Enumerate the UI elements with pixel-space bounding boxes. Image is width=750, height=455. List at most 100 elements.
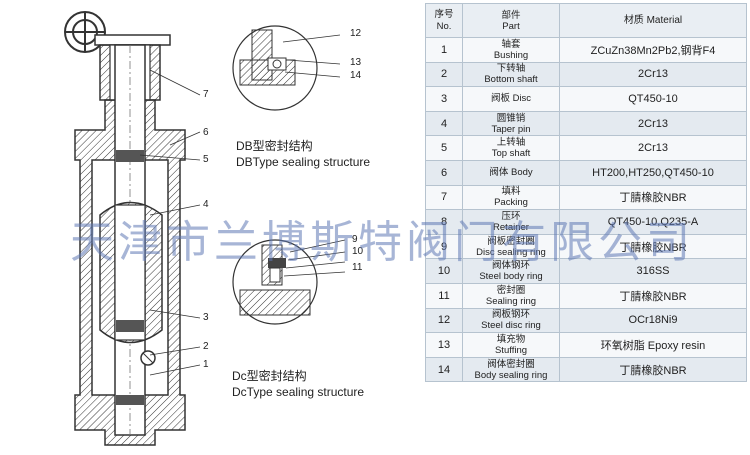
row-material: 丁腈橡胶NBR [559,233,747,260]
row-no: 9 [425,233,463,260]
bottom-cover [140,350,156,366]
callout-3: 3 [203,312,209,323]
row-material: OCr18Ni9 [559,307,747,334]
row-part-zh: 轴套 [501,38,521,50]
row-material: QT450-10 [559,86,747,112]
row-part-en: Disc sealing ring [476,246,546,258]
db-caption-en: DBType sealing structure [236,155,371,169]
db-caption-zh: DB型密封结构 [236,139,313,153]
row-part-zh: 阀板 Disc [490,93,532,105]
row-material: 丁腈橡胶NBR [559,356,747,383]
callout-14: 14 [350,70,362,81]
row-no: 1 [425,37,463,63]
row-no: 13 [425,332,463,358]
row-material: 2Cr13 [559,135,747,161]
row-material: QT450-10,Q235-A [559,209,747,235]
header-part-zh: 部件 [501,9,521,21]
dc-caption-zh: Dc型密封结构 [232,369,307,383]
row-material: 环氧树脂 Epoxy resin [559,332,747,358]
row-part: 阀板 Disc [462,86,560,112]
row-part-zh: 上转轴 [496,137,526,149]
table-header-row: 序号 No. 部件 Part 材质 Material [425,3,747,38]
row-part-en: Packing [494,197,528,209]
header-material: 材质 Material [559,3,747,38]
callout-6: 6 [203,127,209,138]
row-part-en: Retainer [493,221,529,233]
row-part: 阀体 Body [462,159,560,186]
row-part-zh: 阀体钢环 [491,260,530,272]
table-row: 3 阀板 Disc QT450-10 [425,86,747,112]
callout-13: 13 [350,57,362,68]
row-no: 6 [425,159,463,186]
row-no: 7 [425,184,463,211]
row-part-zh: 填料 [501,186,521,198]
row-no: 3 [425,86,463,112]
handwheel [64,11,106,53]
bushings [116,150,144,405]
db-caption: DB型密封结构 DBType sealing structure [236,138,370,170]
row-no: 11 [425,282,463,309]
row-material: HT200,HT250,QT450-10 [559,159,747,186]
row-part-en: Top shaft [491,148,531,160]
row-part-en: Stuffing [494,344,528,356]
callout-11: 11 [352,262,363,273]
row-part-en: Steel body ring [479,271,543,283]
row-no: 5 [425,135,463,161]
valve-section-drawing [64,11,346,446]
row-no: 12 [425,307,463,334]
callout-2: 2 [203,341,209,352]
row-part-en: Taper pin [491,123,531,135]
callout-7: 7 [203,89,209,100]
row-part-en: Sealing ring [485,295,537,307]
row-material: 丁腈橡胶NBR [559,282,747,309]
header-no-zh: 序号 [434,8,454,20]
row-no: 4 [425,110,463,137]
row-no: 8 [425,209,463,235]
callout-4: 4 [203,199,209,210]
row-part-zh: 下转轴 [496,63,526,75]
row-part-zh: 阀体密封圈 [487,358,535,370]
header-part-en: Part [502,20,520,32]
row-material: ZCuZn38Mn2Pb2,钢背F4 [559,37,747,63]
callout-9: 9 [352,234,358,245]
row-no: 2 [425,61,463,88]
row-part-zh: 圆锥销 [496,112,526,124]
row-part-zh: 填充物 [496,333,526,345]
row-part-en: Bottom shaft [484,74,538,86]
row-no: 14 [425,356,463,383]
row-part-zh: 阀板钢环 [491,309,530,321]
row-material: 2Cr13 [559,61,747,88]
callout-10: 10 [352,246,364,257]
valve-disc [99,201,163,344]
header-part: 部件 Part [462,3,560,38]
header-no: 序号 No. [425,3,463,38]
dc-caption-en: DcType sealing structure [232,385,365,399]
row-part-zh: 压环 [501,210,521,222]
row-material: 丁腈橡胶NBR [559,184,747,211]
